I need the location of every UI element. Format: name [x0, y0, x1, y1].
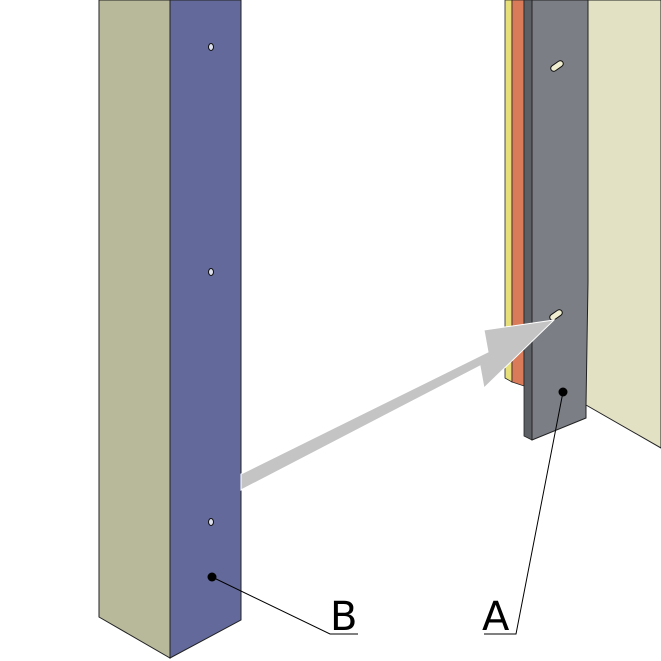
yellow-strip — [504, 0, 513, 383]
callout-a: A — [482, 387, 568, 640]
left-post-front-face — [169, 0, 242, 659]
right-bracket — [523, 0, 589, 441]
left-post-hole-top — [208, 43, 214, 51]
wall-panel — [585, 0, 661, 449]
label-a: A — [482, 594, 510, 640]
bracket-slot-bottom — [549, 309, 563, 321]
left-post-hole-middle — [208, 268, 214, 276]
bracket-front-face — [531, 0, 589, 441]
left-post-side-face — [98, 0, 171, 659]
direction-arrow — [240, 319, 556, 491]
bracket-slot-top — [550, 60, 564, 72]
wall — [585, 0, 661, 449]
left-post-hole-bottom — [208, 518, 214, 526]
callout-b: B — [207, 572, 358, 640]
label-b: B — [330, 594, 357, 640]
callout-a-leader — [484, 391, 564, 635]
callout-b-leader — [211, 576, 358, 635]
left-post — [98, 0, 242, 659]
bracket-edge-face — [523, 0, 533, 441]
edge-strips — [504, 0, 525, 387]
